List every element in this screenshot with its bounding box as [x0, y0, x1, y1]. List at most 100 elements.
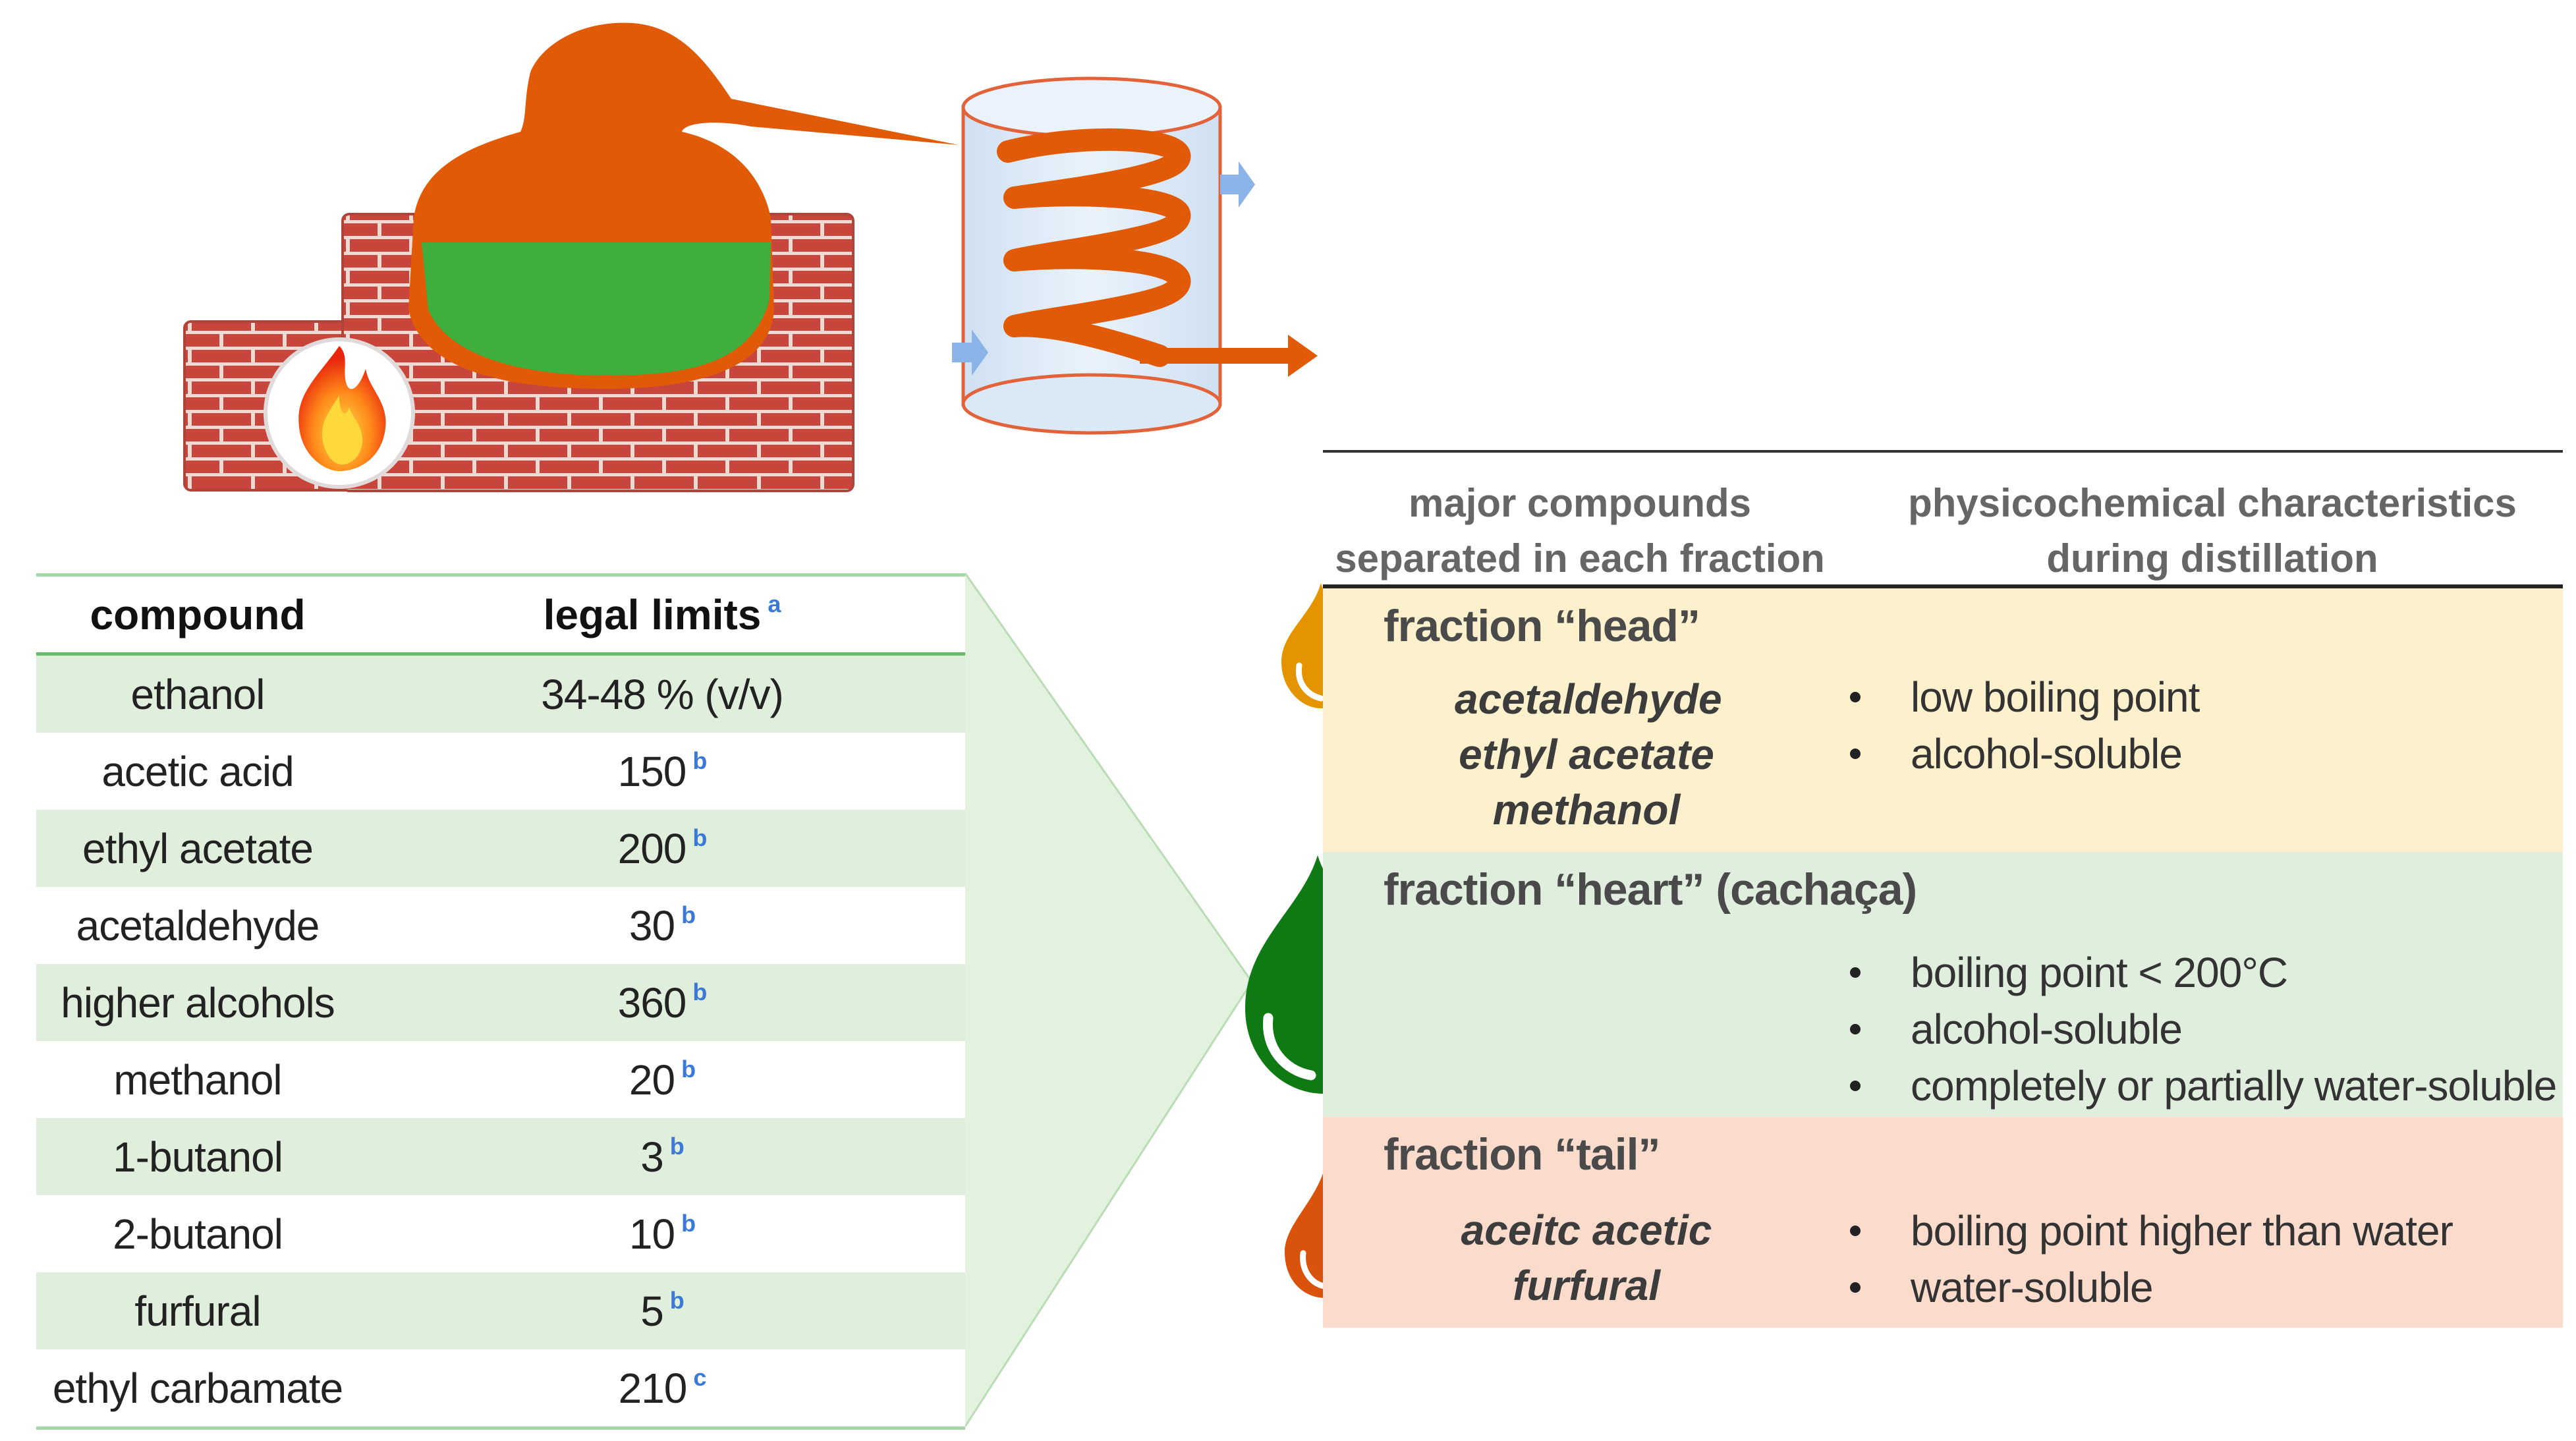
- compound-cell: ethyl carbamate: [36, 1349, 359, 1430]
- fraction-title: fraction “tail”: [1384, 1129, 1660, 1179]
- compound-name: furfural: [1513, 1262, 1660, 1309]
- footnote-marker: b: [669, 1286, 685, 1314]
- compound-cell: higher alcohols: [36, 964, 359, 1041]
- column-header-compound: compound: [36, 573, 359, 656]
- limit-value: 200: [617, 824, 687, 872]
- header-line: major compounds: [1408, 481, 1752, 525]
- characteristic-item: alcohol-soluble: [1850, 1001, 2556, 1058]
- footnote-marker: b: [692, 824, 707, 851]
- characteristic-item: alcohol-soluble: [1850, 725, 2199, 782]
- limit-value: 150: [617, 747, 687, 795]
- bullet-icon: [1850, 1282, 1861, 1293]
- compound-list: aceitc acetic furfural: [1455, 1202, 1718, 1313]
- limit-cell: 34-48 % (v/v): [359, 654, 965, 733]
- water-out-arrow-icon: [1220, 161, 1255, 208]
- characteristic-item: boiling point < 200°C: [1850, 944, 2556, 1001]
- limit-value: 30: [629, 901, 675, 949]
- characteristic-item: low boiling point: [1850, 669, 2200, 725]
- outlet-arrow-icon: [1140, 335, 1318, 377]
- fraction-title: fraction “heart” (cachaça): [1384, 864, 1917, 915]
- compound-cell: ethyl acetate: [36, 810, 359, 887]
- characteristics-list: boiling point < 200°C alcohol-soluble co…: [1850, 944, 2557, 1114]
- limit-value: 10: [629, 1210, 675, 1258]
- characteristic-text: alcohol-soluble: [1911, 1005, 2183, 1053]
- bullet-icon: [1850, 967, 1861, 978]
- compound-cell: acetic acid: [36, 733, 359, 810]
- fire-icon: [264, 337, 415, 489]
- footnote-marker: c: [693, 1363, 706, 1391]
- limit-value: 34-48 % (v/v): [541, 670, 784, 718]
- compound-cell: acetaldehyde: [36, 887, 359, 964]
- compound-cell: ethanol: [36, 654, 359, 733]
- header-line: physicochemical characteristics: [1908, 481, 2517, 525]
- characteristics-list: boiling point higher than water water-so…: [1850, 1202, 2453, 1316]
- footnote-marker: b: [669, 1132, 685, 1160]
- characteristic-item: boiling point higher than water: [1850, 1202, 2453, 1259]
- compound-name: acetaldehyde: [1455, 675, 1722, 723]
- compound-list: acetaldehyde ethyl acetate methanol: [1455, 671, 1722, 837]
- limit-value: 210: [618, 1364, 688, 1412]
- bullet-icon: [1850, 749, 1861, 759]
- characteristic-item: water-soluble: [1850, 1259, 2453, 1316]
- header-line: separated in each fraction: [1335, 536, 1825, 580]
- condenser: [952, 76, 1318, 435]
- compound-cell: furfural: [36, 1272, 359, 1349]
- characteristic-text: completely or partially water-soluble: [1911, 1062, 2557, 1110]
- footnote-marker: b: [681, 901, 696, 928]
- bullet-icon: [1850, 1024, 1861, 1034]
- characteristic-text: low boiling point: [1911, 673, 2200, 721]
- copper-still: [408, 22, 959, 389]
- table-funnel: [965, 573, 1252, 1427]
- bullet-icon: [1850, 692, 1861, 702]
- table-top-rule: [1323, 450, 2563, 453]
- compound-name: aceitc acetic: [1461, 1206, 1712, 1254]
- limit-value: 5: [640, 1287, 664, 1335]
- fractions-header: major compounds separated in each fracti…: [1323, 453, 2563, 588]
- compound-cell: methanol: [36, 1041, 359, 1118]
- header-line: during distillation: [2046, 536, 2378, 580]
- characteristic-item: completely or partially water-soluble: [1850, 1058, 2557, 1114]
- header-major-compounds: major compounds separated in each fracti…: [1323, 476, 1837, 586]
- footnote-marker: b: [681, 1209, 696, 1237]
- legal-limits-label: legal limits: [543, 590, 762, 638]
- limit-value: 360: [617, 978, 687, 1027]
- characteristic-text: boiling point higher than water: [1911, 1207, 2453, 1255]
- characteristic-text: water-soluble: [1911, 1264, 2154, 1311]
- footnote-marker: a: [768, 590, 781, 617]
- fractions-table: major compounds separated in each fracti…: [1323, 450, 2563, 1328]
- characteristics-list: low boiling point alcohol-soluble: [1850, 669, 2200, 782]
- bullet-icon: [1850, 1226, 1861, 1236]
- compound-name: ethyl acetate: [1459, 731, 1714, 778]
- compound-cell: 2-butanol: [36, 1195, 359, 1272]
- header-physicochemical: physicochemical characteristics during d…: [1870, 476, 2555, 586]
- table-row: ethanol 34-48 % (v/v): [36, 654, 965, 733]
- compound-cell: 1-butanol: [36, 1118, 359, 1195]
- limit-value: 3: [640, 1133, 664, 1181]
- fraction-title: fraction “head”: [1384, 601, 1700, 651]
- characteristic-text: boiling point < 200°C: [1911, 949, 2288, 996]
- fraction-tail-band: fraction “tail” aceitc acetic furfural b…: [1323, 1117, 2563, 1328]
- bullet-icon: [1850, 1081, 1861, 1091]
- water-in-arrow-icon: [952, 329, 988, 376]
